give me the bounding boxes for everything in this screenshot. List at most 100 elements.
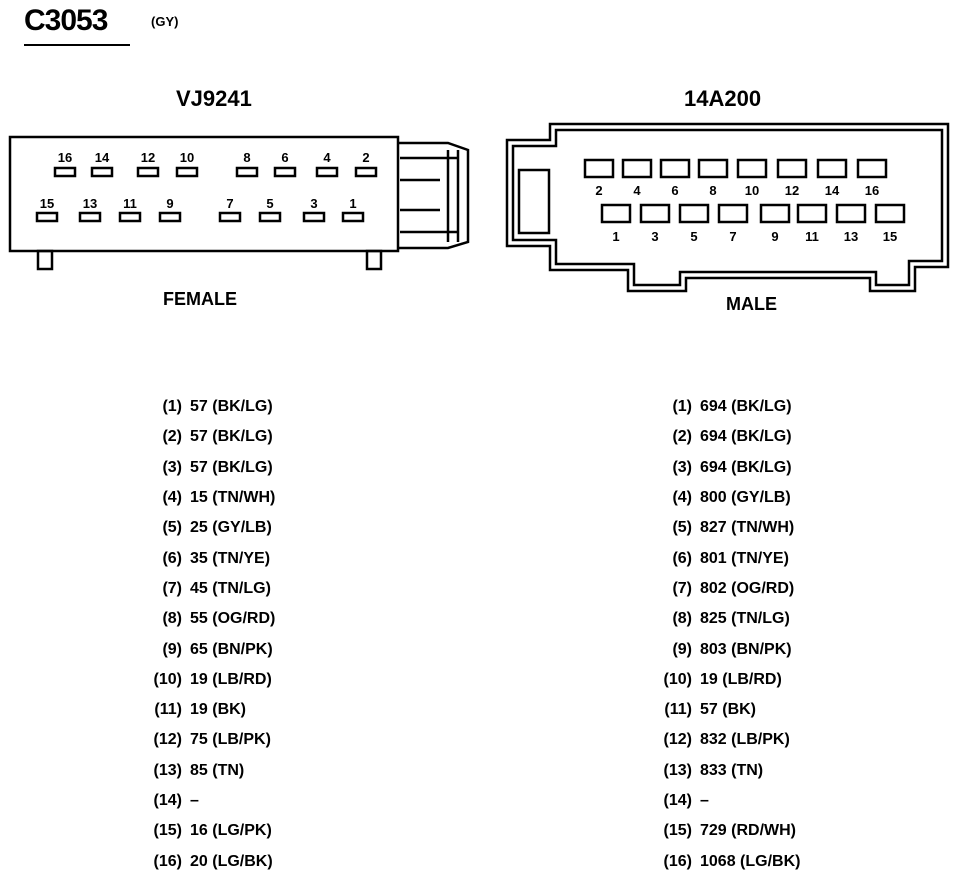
female-pin-cavity <box>175 166 199 178</box>
male-pin-number: 1 <box>612 229 619 244</box>
male-circuit-value: 694 (BK/LG) <box>700 398 792 416</box>
female-pin-cavity <box>302 211 326 223</box>
male-circuit-value: 729 (RD/WH) <box>700 822 797 840</box>
female-circuit-value: 19 (BK) <box>190 701 247 719</box>
male-gender-label: MALE <box>726 294 777 314</box>
female-pin-number: 4 <box>323 150 331 165</box>
male-circuit-value: 803 (BN/PK) <box>700 640 792 658</box>
female-pin-cavity <box>273 166 297 178</box>
male-circuit-value: 833 (TN) <box>700 761 764 779</box>
female-circuit-value: – <box>190 792 199 809</box>
female-circuit-value: 55 (OG/RD) <box>190 610 276 628</box>
female-pin-row: (16)20 (LG/BK) <box>138 846 275 876</box>
male-pin-number: 7 <box>729 229 736 244</box>
male-pin <box>736 158 768 179</box>
female-pin-label: (5) <box>162 519 182 537</box>
male-pin-number: 9 <box>771 229 778 244</box>
female-pin-cavity <box>158 211 182 223</box>
female-pin-label: (11) <box>154 701 182 719</box>
male-pin <box>759 203 791 224</box>
female-pin-cavity <box>136 166 160 178</box>
female-pin-row: (4) 15 (TN/WH) <box>138 483 275 513</box>
female-pin-row: (14)– <box>138 786 275 816</box>
male-pin-number: 5 <box>690 229 697 244</box>
male-pin-label: (11) <box>664 701 692 719</box>
female-circuit-value: 57 (BK/LG) <box>190 458 273 476</box>
male-pin <box>621 158 653 179</box>
male-pin-number: 6 <box>671 183 678 198</box>
male-pin-row: (2)694 (BK/LG) <box>648 422 800 452</box>
male-pin-label: (16) <box>663 852 692 870</box>
male-pin-number: 4 <box>633 183 641 198</box>
female-pin-cavity <box>218 211 242 223</box>
male-pin-label: (6) <box>672 549 692 567</box>
female-pin-number: 13 <box>83 196 97 211</box>
female-pin-label: (16) <box>153 852 182 870</box>
male-pin <box>835 203 867 224</box>
female-pin-number: 5 <box>266 196 273 211</box>
female-pin-cavity <box>35 211 59 223</box>
male-pin <box>717 203 749 224</box>
male-pin-row: (7)802 (OG/RD) <box>648 574 800 604</box>
female-pin-row: (15)16 (LG/PK) <box>138 816 275 846</box>
male-pin-row: (14)– <box>648 786 800 816</box>
female-left-foot <box>36 249 54 271</box>
male-pin-number: 2 <box>595 183 602 198</box>
male-pin-label: (8) <box>672 610 692 628</box>
female-pin-label: (15) <box>153 822 182 840</box>
male-pin-label: (9) <box>672 640 692 658</box>
male-pin-label: (14) <box>663 792 692 809</box>
male-pin <box>816 158 848 179</box>
female-pin-row: (10)19 (LB/RD) <box>138 665 275 695</box>
male-pin-label: (3) <box>672 458 692 476</box>
female-pin-label: (4) <box>162 489 182 507</box>
male-part-number: 14A200 <box>684 86 762 111</box>
male-pin <box>874 203 906 224</box>
connector-color: (GY) <box>151 14 179 29</box>
female-pin-row: (13)85 (TN) <box>138 756 275 786</box>
female-pin-number: 2 <box>362 150 369 165</box>
male-pin <box>697 158 729 179</box>
male-pin-row: (10)19 (LB/RD) <box>648 665 800 695</box>
female-pin-row: (12)75 (LB/PK) <box>138 725 275 755</box>
male-circuit-value: 825 (TN/LG) <box>700 610 790 628</box>
male-pin <box>600 203 632 224</box>
male-pin-number: 12 <box>785 183 799 198</box>
female-latch <box>398 141 470 250</box>
connector-id-underline <box>24 44 130 46</box>
male-pin-label: (5) <box>672 519 692 537</box>
male-circuit-value: 801 (TN/YE) <box>700 549 789 567</box>
male-latch-window <box>517 168 551 235</box>
male-pin-row: (3)694 (BK/LG) <box>648 453 800 483</box>
female-pin-cavity <box>341 211 365 223</box>
female-pin-number: 15 <box>40 196 54 211</box>
female-pin-label: (1) <box>162 398 182 416</box>
female-pin-label: (13) <box>153 761 182 779</box>
male-pin-label: (13) <box>663 761 692 779</box>
female-circuit-value: 35 (TN/YE) <box>190 549 271 567</box>
female-pin-cavity <box>78 211 102 223</box>
female-circuit-value: 45 (TN/LG) <box>190 579 271 597</box>
male-pin-row: (13) 833 (TN) <box>648 756 800 786</box>
female-pin-label: (2) <box>162 428 182 446</box>
female-housing <box>8 135 400 253</box>
male-circuit-value: 57 (BK) <box>700 701 757 719</box>
female-circuit-value: 15 (TN/WH) <box>190 489 276 507</box>
female-pin-label: (8) <box>162 610 182 628</box>
female-pin-row: (2) 57 (BK/LG) <box>138 422 275 452</box>
male-pin-row: (12)832 (LB/PK) <box>648 725 800 755</box>
female-pin-number: 6 <box>281 150 288 165</box>
female-pin-label: (7) <box>162 579 182 597</box>
male-pin-row: (6) 801 (TN/YE) <box>648 543 800 573</box>
female-pin-row: (1)57 (BK/LG) <box>138 392 275 422</box>
female-pin-number: 12 <box>141 150 155 165</box>
female-pin-label: (6) <box>162 549 182 567</box>
male-circuit-value: 832 (LB/PK) <box>700 731 790 749</box>
male-circuit-value: 19 (LB/RD) <box>700 670 782 688</box>
female-circuit-value: 57 (BK/LG) <box>190 428 273 446</box>
